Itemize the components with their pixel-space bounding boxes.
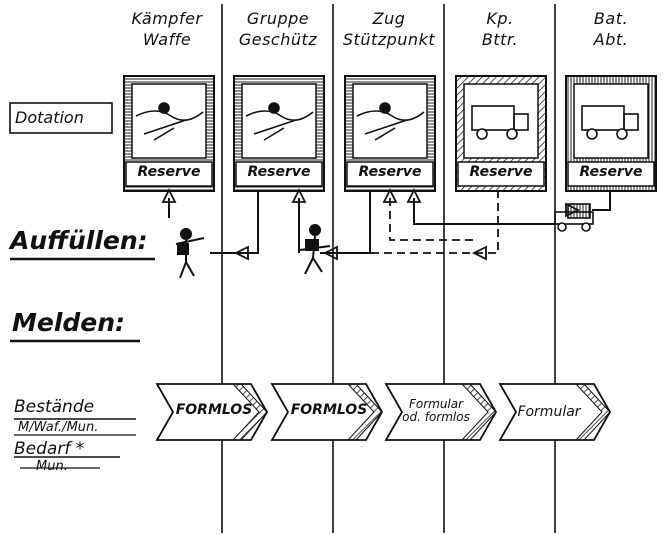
reserve-label: Reserve (456, 164, 546, 180)
chevron-label-2: FORMLOS (275, 402, 383, 418)
row-label-melden: Melden: (12, 308, 125, 337)
reserve-label: Reserve (345, 164, 435, 180)
chevron-label-4: Formular (500, 404, 598, 420)
soldier-icon-2 (300, 225, 330, 274)
row-label-auffuellen: Auffüllen: (10, 226, 148, 255)
dashed-flows (360, 190, 498, 253)
reserve-box-kp: Reserve (456, 76, 546, 191)
header-line2: Geschütz (223, 29, 333, 50)
reserve-label: Reserve (124, 164, 214, 180)
reserve-label: Reserve (566, 164, 656, 180)
header-line2: Waffe (112, 29, 222, 50)
reserve-box-zug: Reserve (345, 76, 435, 191)
chevron-label-3: Formular od. formlos (388, 398, 484, 424)
reserve-box-gruppe: Reserve (234, 76, 324, 191)
row-label-bestaende: Bestände (14, 397, 94, 417)
header-line1: Gruppe (223, 8, 333, 29)
row-label-dotation: Dotation (15, 108, 84, 127)
chevron-line1: FORMLOS (275, 402, 383, 418)
reserve-label: Reserve (234, 164, 324, 180)
header-line1: Zug (334, 8, 444, 29)
header-line2: Bttr. (445, 29, 555, 50)
header-kp: Kp. Bttr. (445, 8, 555, 50)
reserve-box-kaempfer: Reserve (124, 76, 214, 191)
header-zug: Zug Stützpunkt (334, 8, 444, 50)
header-line1: Bat. (556, 8, 666, 29)
chevron-label-1: FORMLOS (160, 402, 268, 418)
header-line2: Stützpunkt (334, 29, 444, 50)
truck-icon (555, 204, 593, 231)
header-gruppe: Gruppe Geschütz (223, 8, 333, 50)
header-line1: Kp. (445, 8, 555, 29)
header-bat: Bat. Abt. (556, 8, 666, 50)
chevron-line1: Formular (500, 404, 598, 420)
reserve-box-bat: Reserve (566, 76, 656, 191)
row-label-bedarf: Bedarf * (14, 439, 84, 459)
row-label-bestaende-sub: M/Waf./Mun. (18, 420, 98, 435)
row-label-bedarf-sub: Mun. (36, 459, 68, 474)
chevron-line2: od. formlos (388, 411, 484, 424)
soldier-icon-1 (176, 229, 204, 278)
header-line2: Abt. (556, 29, 666, 50)
chevron-line1: FORMLOS (160, 402, 268, 418)
header-kaempfer: Kämpfer Waffe (112, 8, 222, 50)
header-line1: Kämpfer (112, 8, 222, 29)
